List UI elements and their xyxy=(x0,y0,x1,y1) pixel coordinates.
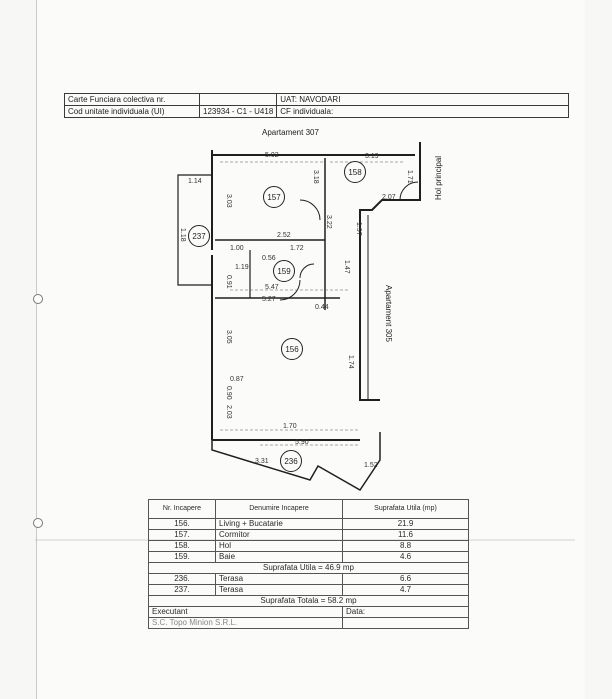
hall-label: Hol principal xyxy=(434,155,443,200)
room-tag-236: 236 xyxy=(280,450,302,472)
table-row: 156. Living + Bucatarie 21.9 xyxy=(148,518,469,530)
rooms-table: Nr. Incapere Denumire Incapere Suprafata… xyxy=(148,499,469,629)
dim: 1.19 xyxy=(235,264,249,271)
room-tag-237: 237 xyxy=(188,225,210,247)
ui-code-value: 123934 - C1 - U418 xyxy=(198,105,278,118)
dim: 1.00 xyxy=(230,245,244,252)
dim: 0.87 xyxy=(230,376,244,383)
dim: 1.74 xyxy=(347,355,354,369)
dim: 1.71 xyxy=(406,170,413,184)
dim: 0.90 xyxy=(225,386,232,400)
dim: 3.05 xyxy=(225,330,232,344)
room-tag-158: 158 xyxy=(344,161,366,183)
door-bath xyxy=(299,263,315,279)
door-entrance xyxy=(399,181,419,201)
dim: 0.44 xyxy=(315,304,329,311)
date-label: Data: xyxy=(342,606,469,618)
dim: 1.47 xyxy=(343,260,350,274)
room-tag-159: 159 xyxy=(273,260,295,282)
door-bedroom xyxy=(299,199,321,221)
header-table: Carte Funciara colectiva nr. UAT: NAVODA… xyxy=(64,93,569,118)
dim: 5.27 xyxy=(262,296,276,303)
dim: 5.47 xyxy=(265,284,279,291)
table-row: 237. Terasa 4.7 xyxy=(148,584,469,596)
dim: 5.90 xyxy=(295,439,309,446)
table-row: 159. Baie 4.6 xyxy=(148,551,469,563)
dim: 3.31 xyxy=(255,458,269,465)
dim: 1.70 xyxy=(283,423,297,430)
total-row: Suprafata Totala = 58.2 mp xyxy=(148,595,469,607)
binder-hole xyxy=(33,518,43,528)
dim: 0.56 xyxy=(262,255,276,262)
dim: 0.91 xyxy=(225,275,232,289)
balcony-237 xyxy=(177,174,212,286)
door-living xyxy=(279,279,301,301)
table-row: 158. Hol 8.8 xyxy=(148,540,469,552)
room-tag-156: 156 xyxy=(281,338,303,360)
executant-value: S.C. Topo Minion S.R.L. xyxy=(148,617,343,629)
dim: 1.52 xyxy=(364,462,378,469)
dim: 2.07 xyxy=(382,194,396,201)
dim: 2.03 xyxy=(225,405,232,419)
binder-hole xyxy=(33,294,43,304)
ui-code-label: Cod unitate individuala (UI) xyxy=(64,105,200,118)
dim: 1.97 xyxy=(355,222,362,236)
table-row: 157. Cormitor 11.6 xyxy=(148,529,469,541)
dim: 1.72 xyxy=(290,245,304,252)
dim: 3.19 xyxy=(365,153,379,160)
dim: 1.14 xyxy=(188,178,202,185)
executant-label: Executant xyxy=(148,606,343,618)
table-row: 236. Terasa 6.6 xyxy=(148,573,469,585)
neighbor-top-label: Apartament 307 xyxy=(262,128,319,137)
dim: 5.02 xyxy=(265,152,279,159)
wall-right xyxy=(359,142,421,401)
col-header-area: Suprafata Utila (mp) xyxy=(342,499,469,519)
dim: 1.18 xyxy=(179,228,186,242)
dim: 3.18 xyxy=(312,170,319,184)
room-tag-157: 157 xyxy=(263,186,285,208)
col-header-nr: Nr. Incapere xyxy=(148,499,216,519)
terrace-236 xyxy=(211,432,381,491)
subtotal-row: Suprafata Utila = 46.9 mp xyxy=(148,562,469,574)
col-header-name: Denumire Incapere xyxy=(215,499,343,519)
neighbor-right-label: Apartament 305 xyxy=(384,285,393,342)
dim: 3.22 xyxy=(325,215,332,229)
cf-individual-label: CF individuala: xyxy=(276,105,569,118)
dim: 2.52 xyxy=(277,232,291,239)
dim: 3.03 xyxy=(225,194,232,208)
wall-top xyxy=(211,150,415,156)
